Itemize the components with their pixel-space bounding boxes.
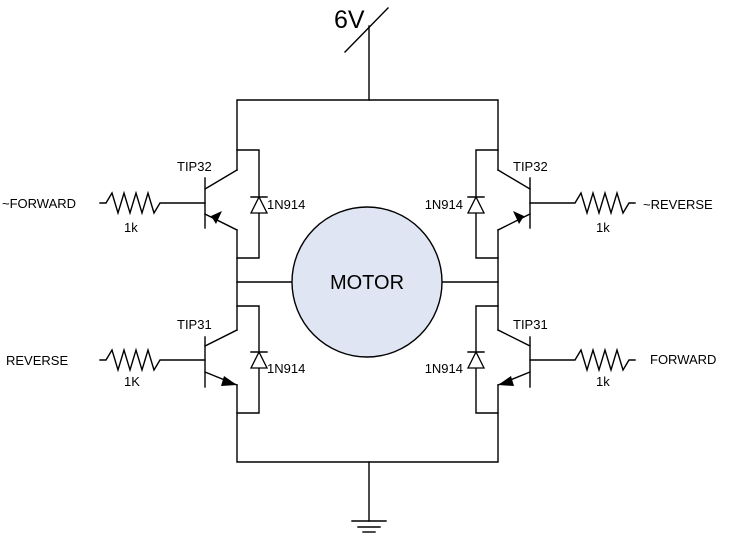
ground-symbol — [351, 461, 387, 533]
input-label-bottom-left: REVERSE — [6, 353, 68, 368]
resistor-label-top-right: 1k — [596, 220, 610, 235]
resistor-bottom-right — [529, 347, 636, 373]
supply-symbol — [344, 7, 389, 101]
diode-top-left — [249, 195, 269, 214]
diode-label-bottom-right: 1N914 — [425, 361, 463, 376]
transistor-label-bottom-left: TIP31 — [177, 317, 212, 332]
diode-bottom-right — [466, 350, 486, 369]
diode-bottom-left — [249, 350, 269, 369]
transistor-top-right — [497, 169, 531, 231]
input-label-bottom-right: FORWARD — [650, 352, 716, 367]
motor-circle — [291, 206, 443, 358]
diode-label-bottom-left: 1N914 — [267, 361, 305, 376]
transistor-label-top-left: TIP32 — [177, 159, 212, 174]
transistor-bottom-left — [204, 329, 238, 388]
supply-label: 6V — [334, 6, 365, 34]
diode-top-right — [466, 195, 486, 214]
motor-label: MOTOR — [330, 272, 404, 294]
input-label-top-left: ~FORWARD — [2, 196, 76, 211]
transistor-label-top-right: TIP32 — [513, 159, 548, 174]
diode-label-top-left: 1N914 — [267, 197, 305, 212]
top-rail — [236, 99, 499, 171]
resistor-bottom-left — [99, 347, 206, 373]
diode-label-top-right: 1N914 — [425, 197, 463, 212]
transistor-top-left — [204, 169, 238, 231]
resistor-top-right — [529, 190, 636, 216]
resistor-label-bottom-left: 1K — [124, 374, 140, 389]
resistor-label-bottom-right: 1k — [596, 374, 610, 389]
transistor-label-bottom-right: TIP31 — [513, 317, 548, 332]
transistor-bottom-right — [497, 329, 531, 388]
resistor-label-top-left: 1k — [124, 220, 138, 235]
resistor-top-left — [99, 190, 206, 216]
input-label-top-right: ~REVERSE — [643, 197, 713, 212]
bottom-rail — [236, 384, 499, 463]
